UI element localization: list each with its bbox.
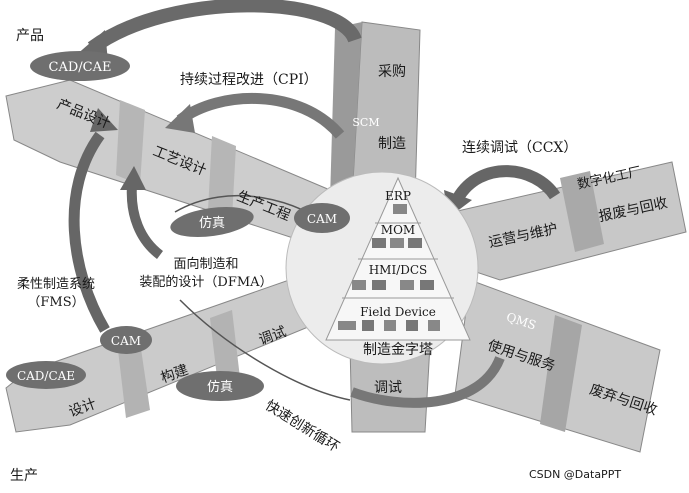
thin-loop-line-2 [179, 299, 351, 401]
upper-simulation-ellipse [170, 206, 254, 238]
production-cad-cae-label: CAD/CAE [17, 369, 75, 383]
cpi-arrowhead [165, 104, 195, 133]
dfma-arrow [126, 184, 164, 259]
product-cad-cae-label: CAD/CAE [49, 60, 112, 75]
fms-loop-arrowhead [90, 108, 118, 132]
pyramid-hmi-label: HMI/DCS [369, 263, 428, 277]
hmi-device-icon-1 [352, 280, 366, 290]
production-cad-cae-ellipse [6, 361, 86, 389]
cpi-arrow [176, 93, 345, 139]
mom-device-icon-1 [372, 238, 386, 248]
manufacturing-label: 制造 [378, 136, 406, 152]
production-band-shade-1 [118, 342, 150, 418]
watermark: CSDN @DataPPT [529, 468, 621, 481]
field-device-icon-1 [338, 321, 356, 330]
cpi-label: 持续过程改进（CPI） [180, 71, 318, 88]
vertical-band-top-shade [330, 22, 362, 200]
field-device-icon-3 [384, 320, 396, 331]
procurement-label: 采购 [378, 64, 406, 80]
fms-label-line1: 柔性制造系统 [17, 277, 95, 292]
field-device-icon-2 [362, 320, 374, 331]
upper-simulation-label: 仿真 [199, 216, 225, 231]
right-band-dark [560, 171, 604, 252]
product-band-shade-1 [116, 100, 145, 185]
product-cam-ellipse [294, 203, 350, 233]
lower-right-band-dark [540, 315, 582, 432]
production-simulation-label: 仿真 [207, 380, 233, 395]
erp-device-icon [393, 204, 407, 214]
hmi-device-icon-3 [400, 280, 414, 290]
ccx-arrow [452, 165, 561, 202]
lower-return-arrow [350, 355, 505, 408]
corner-label-production: 生产 [10, 468, 38, 484]
hmi-device-icon-2 [372, 280, 386, 290]
product-cam-label: CAM [307, 212, 337, 226]
dfma-arrowhead [120, 166, 146, 190]
top-loop-arrow [87, 0, 362, 54]
product-cad-cae-ellipse [30, 51, 130, 81]
production-simulation-ellipse [176, 371, 264, 401]
field-device-icon-5 [428, 320, 440, 331]
fms-loop-arrow [68, 131, 110, 333]
mom-device-icon-3 [408, 238, 422, 248]
pyramid-caption-label: 制造金字塔 [363, 342, 433, 358]
production-band-shade-2 [210, 310, 240, 386]
field-device-icon-4 [406, 320, 418, 331]
fast-loop-label: 快速创新循环 [262, 398, 342, 456]
dfma-label-line1: 面向制造和 [173, 256, 238, 272]
fms-label-line2: （FMS） [27, 295, 84, 310]
scm-label: SCM [352, 116, 379, 129]
ccx-label: 连续调试（CCX） [462, 139, 577, 156]
vertical-debug-label: 调试 [374, 380, 402, 396]
production-cam-ellipse [100, 326, 152, 354]
product-band-shade-2 [208, 136, 236, 218]
mom-device-icon-2 [390, 238, 404, 248]
production-cam-label: CAM [111, 334, 141, 348]
dfma-label-line2: 装配的设计（DFMA） [139, 274, 272, 290]
hmi-device-icon-4 [420, 280, 434, 290]
pyramid-field-label: Field Device [360, 305, 436, 319]
pyramid-erp-label: ERP [385, 189, 411, 203]
corner-label-product: 产品 [16, 28, 44, 44]
pyramid-mom-label: MOM [381, 223, 415, 237]
